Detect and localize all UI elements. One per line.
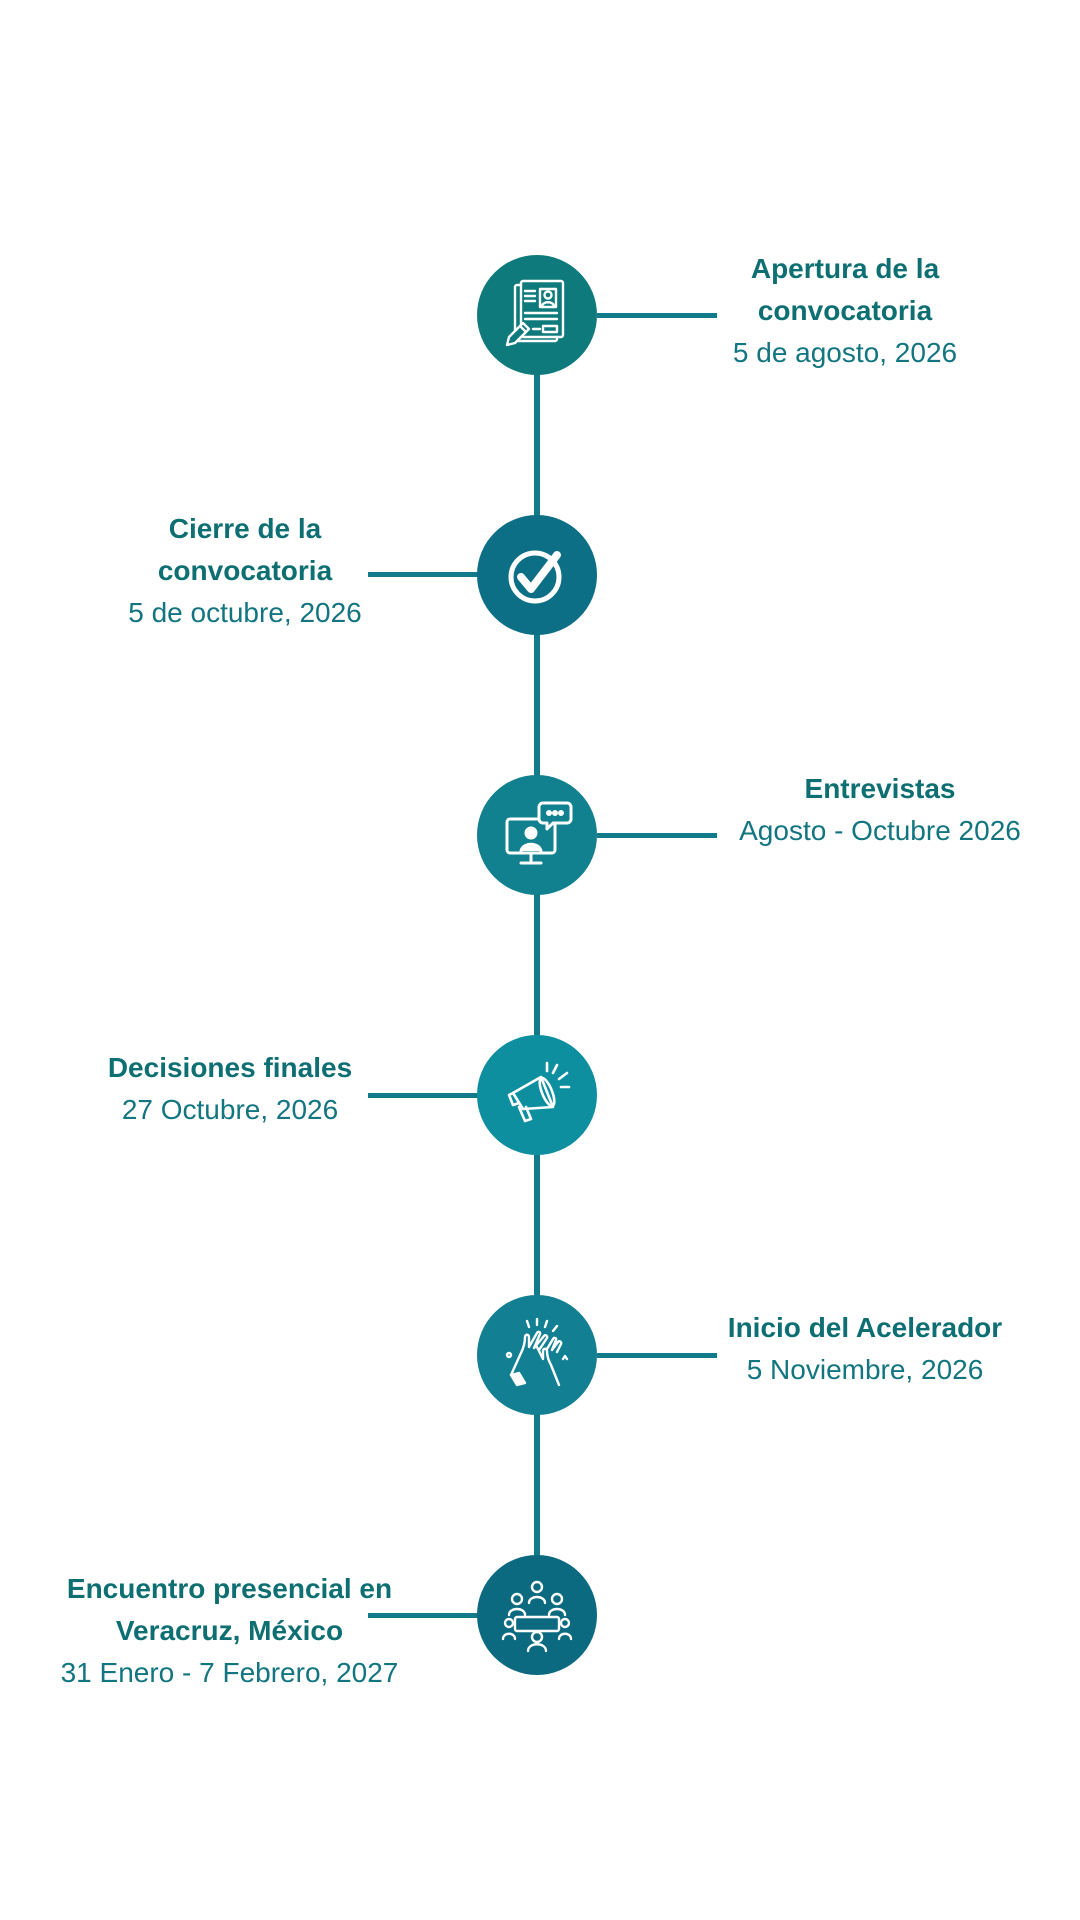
milestone-title: Decisiones finales	[107, 1052, 353, 1083]
milestone-node-4	[477, 1035, 597, 1155]
milestone-title: Entrevistas	[804, 773, 956, 804]
milestone-title: Apertura de la convocatoria	[750, 253, 940, 326]
checkmark-circle-icon	[508, 550, 562, 604]
milestone-label-3: Entrevistas Agosto - Octubre 2026	[710, 768, 1050, 852]
connector-4	[368, 1093, 488, 1098]
high-five-icon	[505, 1317, 569, 1387]
milestone-label-1: Apertura de la convocatoria 5 de agosto,…	[700, 248, 990, 374]
milestone-node-2	[477, 515, 597, 635]
milestone-date: Agosto - Octubre 2026	[739, 815, 1021, 846]
milestone-label-4: Decisiones finales 27 Octubre, 2026	[85, 1047, 375, 1131]
connector-5	[597, 1353, 717, 1358]
milestone-date: 5 Noviembre, 2026	[746, 1354, 984, 1385]
milestone-title: Cierre de la convocatoria	[157, 513, 333, 586]
milestone-node-1	[477, 255, 597, 375]
milestone-date: 27 Octubre, 2026	[121, 1094, 339, 1125]
milestone-label-6: Encuentro presencial en Veracruz, México…	[52, 1568, 407, 1694]
milestone-title: Encuentro presencial en Veracruz, México	[66, 1573, 393, 1646]
milestone-label-5: Inicio del Acelerador 5 Noviembre, 2026	[705, 1307, 1025, 1391]
milestone-title: Inicio del Acelerador	[727, 1312, 1003, 1343]
meeting-table-icon	[501, 1580, 573, 1653]
milestone-date: 5 de agosto, 2026	[732, 337, 958, 368]
megaphone-icon	[507, 1061, 571, 1123]
connector-6	[368, 1613, 488, 1618]
video-chat-icon	[505, 801, 573, 865]
milestone-node-5	[477, 1295, 597, 1415]
timeline-line	[534, 315, 540, 1615]
connector-2	[368, 572, 488, 577]
connector-3	[597, 833, 717, 838]
milestone-node-6	[477, 1555, 597, 1675]
document-profile-icon	[505, 279, 565, 347]
milestone-node-3	[477, 775, 597, 895]
connector-1	[597, 313, 717, 318]
milestone-date: 5 de octubre, 2026	[128, 597, 362, 628]
milestone-date: 31 Enero - 7 Febrero, 2027	[60, 1657, 399, 1688]
milestone-label-2: Cierre de la convocatoria 5 de octubre, …	[100, 508, 390, 634]
